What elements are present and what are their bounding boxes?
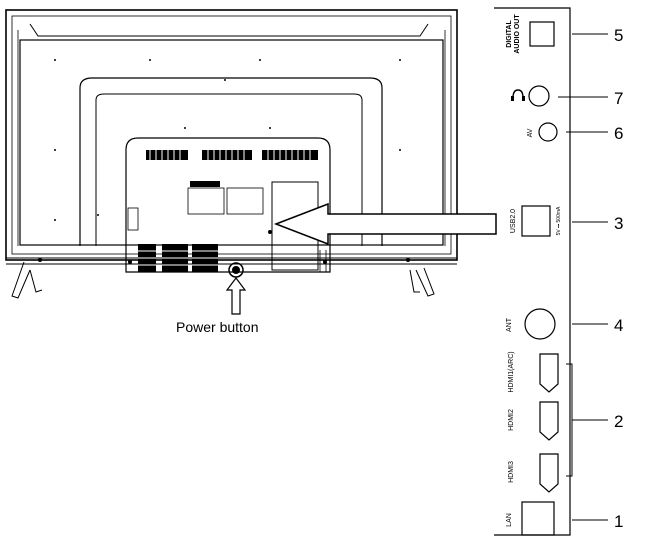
ant-port-label: ANT <box>506 317 513 332</box>
vent-slots <box>138 150 311 266</box>
callout-6: 6 <box>614 124 623 143</box>
callout-3: 3 <box>614 214 623 233</box>
power-button-arrow <box>225 277 247 315</box>
usb-port-label: USB2.0 <box>510 209 517 233</box>
av-port-label: AV <box>527 128 534 137</box>
callout-lines <box>558 33 608 521</box>
callout-4: 4 <box>614 316 623 335</box>
lan-port-label: LAN <box>506 513 513 527</box>
headphone-port <box>511 85 550 107</box>
power-button-label: Power button <box>176 319 259 335</box>
av-port <box>538 122 558 142</box>
screw-dots <box>38 59 410 264</box>
tv-back <box>5 9 458 299</box>
pointer-arrow <box>273 202 497 246</box>
hdmi3-port-label: HDMI3 <box>508 461 515 483</box>
callout-2: 2 <box>614 412 623 431</box>
usb-port <box>521 205 551 237</box>
callout-5: 5 <box>614 26 623 45</box>
hdmi-bracket <box>566 363 573 477</box>
callout-1: 1 <box>614 512 623 531</box>
power-button-icon <box>228 262 244 278</box>
hdmi2-port-label: HDMI2 <box>508 409 515 431</box>
hdmi-ports <box>539 353 559 493</box>
digital-audio-out-label-line2: AUDIO OUT <box>514 14 521 54</box>
usb-rating-label: 5V ⎓ 500mA <box>556 206 562 235</box>
callout-7: 7 <box>614 89 623 108</box>
hdmi1-port-label: HDMI1(ARC) <box>508 351 515 392</box>
digital-audio-out-label-line1: DIGITAL <box>506 20 513 48</box>
lan-port <box>521 501 555 536</box>
ant-port <box>524 308 556 340</box>
digital-audio-out-port <box>529 21 555 47</box>
